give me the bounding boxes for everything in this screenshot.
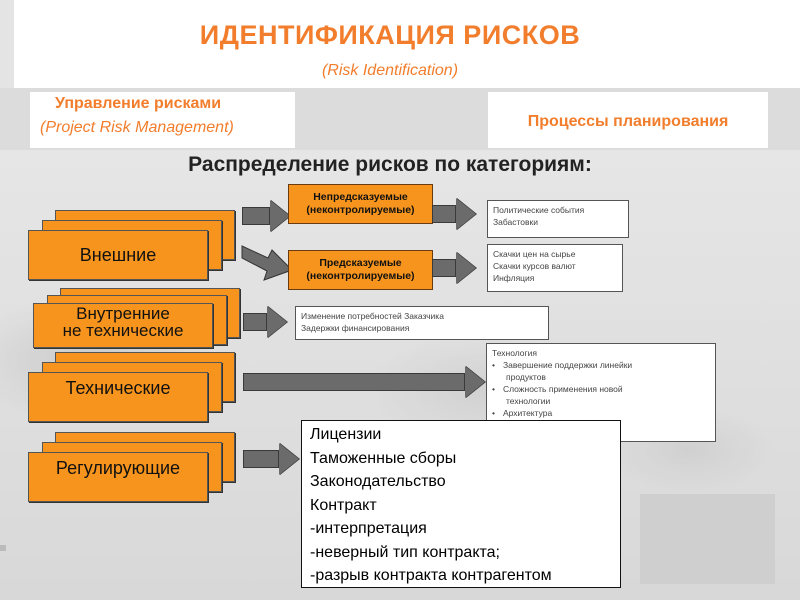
- card-external-front: [28, 230, 208, 280]
- category-technical-label: Технические: [65, 378, 171, 398]
- header-left-line1: Управление рисками: [55, 95, 222, 112]
- header-right-label: Процессы планирования: [527, 113, 729, 130]
- info-item: Инфляция: [493, 273, 535, 283]
- info-item: Архитектура: [492, 407, 710, 419]
- slide-subtitle: (Risk Identification): [321, 62, 459, 79]
- info-box-internal: Изменение потребностей Заказчика Задержк…: [295, 306, 549, 340]
- section-title: Распределение рисков по категориям:: [188, 153, 592, 176]
- tag-unpredictable: Непредсказуемые (неконтролируемые): [288, 184, 433, 224]
- info-box-unpredictable: Политические события Забастовки: [487, 200, 629, 238]
- tag-unpredictable-line1: Непредсказуемые: [313, 191, 408, 203]
- header-left-line2: (Project Risk Management): [40, 119, 234, 136]
- info-item-cont: технологии: [506, 396, 551, 406]
- tag-unpredictable-line2: (неконтролируемые): [306, 204, 415, 216]
- card-technical-front: [28, 372, 208, 422]
- slide-title: ИДЕНТИФИКАЦИЯ РИСКОВ: [199, 20, 581, 50]
- info-item: Политические события: [493, 205, 585, 215]
- info-item: Забастовки: [493, 217, 539, 227]
- arrow-regulatory-to-box: [243, 443, 299, 475]
- info-item-cont: продуктов: [506, 372, 546, 382]
- arrow-external-to-predictable: [241, 245, 293, 281]
- regulatory-details-box: Лицензии Таможенные сборы Законодательст…: [301, 420, 621, 588]
- card-internal-front: [33, 303, 213, 348]
- info-item: Скачки цен на сырье: [493, 249, 576, 259]
- regulatory-item: Лицензии: [310, 426, 382, 443]
- arrow-technical-to-info: [243, 366, 485, 398]
- info-item: Скачки курсов валют: [493, 261, 576, 271]
- info-item: Задержки финансирования: [301, 323, 410, 333]
- regulatory-item: Контракт: [310, 496, 377, 514]
- tag-predictable-line2: (неконтролируемые): [306, 270, 415, 282]
- header-right-box: [488, 92, 768, 148]
- arrow-internal-to-info: [243, 306, 287, 338]
- info-item: Завершение поддержки линейки: [492, 359, 710, 371]
- info-item: Изменение потребностей Заказчика: [301, 311, 444, 321]
- regulatory-item: -неверный тип контракта;: [310, 543, 500, 561]
- left-grey-strip: [0, 0, 14, 88]
- regulatory-item: Таможенные сборы: [310, 449, 457, 467]
- category-regulatory-label: Регулирующие: [55, 458, 181, 478]
- info-item: Сложность применения новой: [492, 383, 710, 395]
- regulatory-item: Законодательство: [310, 473, 446, 490]
- info-box-predictable: Скачки цен на сырье Скачки курсов валют …: [487, 244, 623, 292]
- decorative-grey-block: [640, 494, 775, 584]
- tag-predictable-line1: Предсказуемые: [319, 257, 402, 269]
- card-regulatory-front: [28, 452, 208, 502]
- arrow-unpredictable-to-info: [432, 198, 476, 230]
- regulatory-item: -интерпретация: [310, 520, 427, 537]
- category-internal-label-line1: Внутренние: [76, 304, 170, 323]
- info-heading: Технология: [492, 348, 537, 358]
- regulatory-item: -разрыв контракта контрагентом: [310, 567, 552, 584]
- header-left-box: [30, 92, 295, 148]
- category-external-label: Внешние: [79, 245, 157, 265]
- tag-predictable: Предсказуемые (неконтролируемые): [288, 250, 433, 290]
- arrow-external-to-unpredictable: [242, 200, 290, 232]
- title-band: [0, 0, 800, 88]
- category-internal-label-line2: не технические: [62, 321, 184, 340]
- arrow-predictable-to-info: [432, 252, 476, 284]
- decorative-dot: [0, 545, 6, 551]
